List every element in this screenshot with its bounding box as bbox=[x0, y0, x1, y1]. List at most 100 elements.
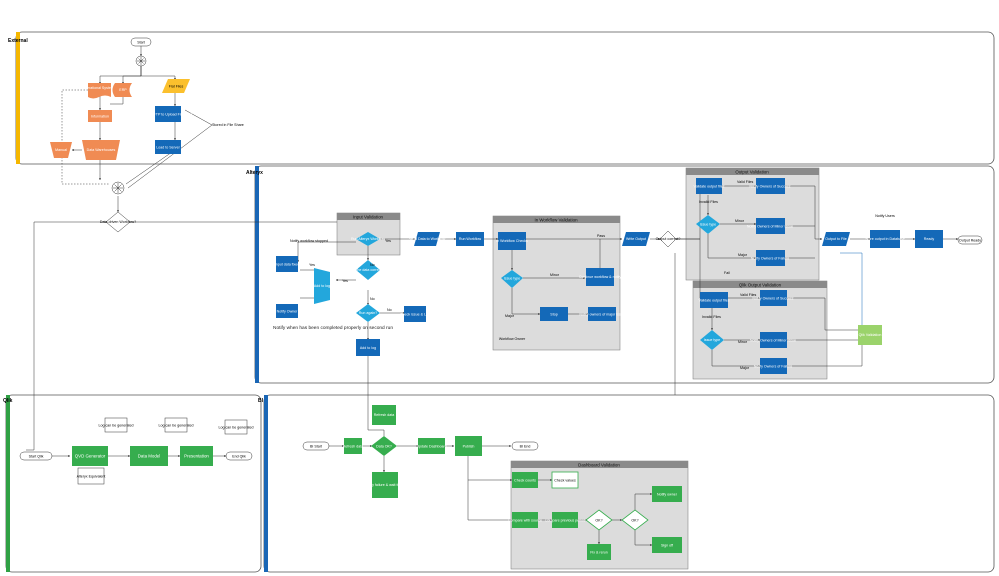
group-title-qlik-output-validation: Qlik Output Validation bbox=[739, 283, 782, 288]
node-bi-check-values: Check values bbox=[551, 471, 579, 489]
gateway-icon bbox=[111, 181, 125, 195]
svg-text:No: No bbox=[370, 263, 375, 267]
svg-text:Major: Major bbox=[738, 253, 748, 257]
node-notify-ok: Notify Owners of Success bbox=[749, 178, 791, 194]
svg-text:Output correct?: Output correct? bbox=[656, 237, 681, 241]
svg-text:Log can be generated: Log can be generated bbox=[219, 426, 254, 430]
lane-alteryx: Alteryx bbox=[246, 165, 995, 384]
node-notify-minor-2: Notify Owners of Minor Issue bbox=[750, 332, 796, 348]
decision-data-driven: Data-driven Workflow? bbox=[100, 211, 136, 233]
label-no-1: No bbox=[370, 263, 375, 267]
node-load-to-server: Load to Server bbox=[155, 140, 181, 154]
svg-text:Data Warehouses: Data Warehouses bbox=[87, 148, 116, 152]
node-bi-refresh: Refresh data bbox=[343, 438, 363, 454]
node-notify-owner: Notify Owner bbox=[276, 304, 298, 318]
node-input-retry: Add to log bbox=[356, 339, 380, 356]
note-alteryx-equivalent: Alteryx Equivalent bbox=[77, 467, 106, 485]
node-in-workflow-check: In Workflow Checks bbox=[496, 232, 528, 250]
svg-text:Notify failure & wait for fix: Notify failure & wait for fix bbox=[365, 483, 406, 487]
label-yes: Yes bbox=[385, 239, 391, 243]
svg-text:Valid Files: Valid Files bbox=[740, 293, 757, 297]
lane-qlik: Qlik bbox=[3, 394, 262, 573]
group-title-dashboard-validation: Dashboard Validation bbox=[578, 463, 620, 468]
svg-text:Check counts: Check counts bbox=[514, 479, 536, 483]
node-qlik-validation-step: Validate output files bbox=[698, 292, 730, 308]
gateway-icon bbox=[135, 55, 147, 67]
svg-text:Information: Information bbox=[91, 115, 109, 119]
svg-text:Flat Files: Flat Files bbox=[169, 85, 184, 89]
node-bi-check-counts: Check counts bbox=[512, 472, 538, 488]
svg-text:Add to log: Add to log bbox=[360, 346, 376, 350]
decision-input-check: Is the data correct? bbox=[353, 260, 383, 280]
note-log-1: Log can be generated bbox=[99, 417, 133, 433]
svg-text:Start Qlik: Start Qlik bbox=[29, 454, 44, 458]
lane-label-qlik: Qlik bbox=[3, 398, 13, 404]
svg-text:Compare with source: Compare with source bbox=[508, 519, 542, 523]
node-manual: Manual bbox=[50, 142, 72, 158]
svg-text:Pass: Pass bbox=[597, 234, 605, 238]
label-yes-2: Yes bbox=[309, 263, 315, 267]
svg-text:Notify when has been completed: Notify when has been completed properly … bbox=[273, 325, 393, 331]
svg-text:Invalid Files: Invalid Files bbox=[699, 200, 718, 204]
svg-text:Notify owners of major issue: Notify owners of major issue bbox=[579, 313, 624, 317]
svg-text:Update Dashboard: Update Dashboard bbox=[416, 445, 446, 449]
label-valid-files: Valid Files bbox=[737, 180, 754, 184]
svg-text:Minor: Minor bbox=[550, 273, 560, 277]
svg-text:Notify Owners of Failure: Notify Owners of Failure bbox=[754, 365, 793, 369]
node-data-warehouses: Data Warehouses bbox=[82, 140, 120, 160]
svg-text:Load to Server: Load to Server bbox=[156, 146, 180, 150]
node-stop: Stop bbox=[540, 307, 568, 321]
svg-text:Notify owner: Notify owner bbox=[657, 493, 678, 497]
connectors bbox=[26, 46, 959, 546]
svg-text:Check issue & Log: Check issue & Log bbox=[400, 313, 430, 317]
lane-label-external: External bbox=[8, 38, 28, 44]
label-notify-users: Notify Users bbox=[875, 214, 895, 218]
svg-text:BI Start: BI Start bbox=[310, 444, 322, 448]
svg-text:Issue type: Issue type bbox=[704, 338, 720, 342]
svg-text:Continue workflow & notify: Continue workflow & notify bbox=[579, 275, 622, 279]
svg-text:Data OK?: Data OK? bbox=[376, 444, 392, 448]
node-presentation: Presentation bbox=[180, 446, 213, 466]
node-notify-major: Notify owners of major issue bbox=[579, 307, 625, 321]
svg-text:End Qlik: End Qlik bbox=[232, 454, 246, 458]
node-output-to-file: Output to File bbox=[822, 232, 850, 246]
node-add-to-log: Add to log bbox=[314, 268, 330, 304]
node-start: Start bbox=[130, 37, 152, 47]
decision-bi-ok: OK? bbox=[585, 509, 613, 531]
node-bi-dashboard: Update Dashboard bbox=[416, 438, 447, 454]
svg-text:Manual: Manual bbox=[55, 148, 67, 152]
svg-text:Notify Owners of Minor Issue: Notify Owners of Minor Issue bbox=[747, 225, 793, 229]
svg-text:Ready: Ready bbox=[924, 237, 935, 241]
label-notify-workflow: Notify workflow stopped bbox=[290, 239, 328, 243]
node-check-issue: Check issue & Log bbox=[400, 306, 430, 322]
svg-text:Input data fixed: Input data fixed bbox=[275, 263, 300, 267]
decision-run-again: Run again? bbox=[356, 304, 380, 322]
svg-text:Check values: Check values bbox=[554, 479, 576, 483]
svg-text:Output Ready: Output Ready bbox=[959, 238, 981, 242]
svg-text:Data-driven Workflow?: Data-driven Workflow? bbox=[100, 220, 136, 224]
node-continue-workflow: Continue workflow & notify bbox=[579, 268, 622, 286]
node-qlik-valid: Qlik Validation bbox=[858, 325, 882, 345]
svg-text:Major: Major bbox=[505, 314, 515, 318]
note-log-3: Log can be generated bbox=[219, 419, 254, 435]
label-no-2: No bbox=[370, 297, 375, 301]
svg-text:Alteryx Equivalent: Alteryx Equivalent bbox=[77, 475, 106, 479]
svg-text:Validate output files: Validate output files bbox=[693, 185, 724, 189]
node-qlik-end: End Qlik bbox=[225, 451, 253, 461]
svg-text:Notify Owners of Failure: Notify Owners of Failure bbox=[751, 257, 790, 261]
group-title-output-validation: Output Validation bbox=[735, 170, 769, 175]
svg-text:Stop: Stop bbox=[550, 313, 557, 317]
svg-text:Publish: Publish bbox=[463, 445, 475, 449]
node-bi-note-ok: Notify owner bbox=[652, 486, 682, 502]
svg-text:Notify workflow stopped: Notify workflow stopped bbox=[290, 239, 328, 243]
svg-text:Notify Users: Notify Users bbox=[875, 214, 895, 218]
svg-text:Start: Start bbox=[137, 40, 145, 44]
svg-text:No: No bbox=[370, 297, 375, 301]
svg-text:Output to File: Output to File bbox=[825, 237, 847, 241]
node-bi-retry: Refresh data bbox=[372, 405, 396, 425]
svg-text:Data Model: Data Model bbox=[138, 454, 160, 459]
group-title-in-workflow-validation: In Workflow Validation bbox=[534, 218, 578, 223]
svg-text:Invalid Files: Invalid Files bbox=[702, 315, 721, 319]
node-erp: ERP bbox=[112, 83, 132, 97]
node-bi-note-fix: Fix & rerun bbox=[587, 544, 611, 560]
